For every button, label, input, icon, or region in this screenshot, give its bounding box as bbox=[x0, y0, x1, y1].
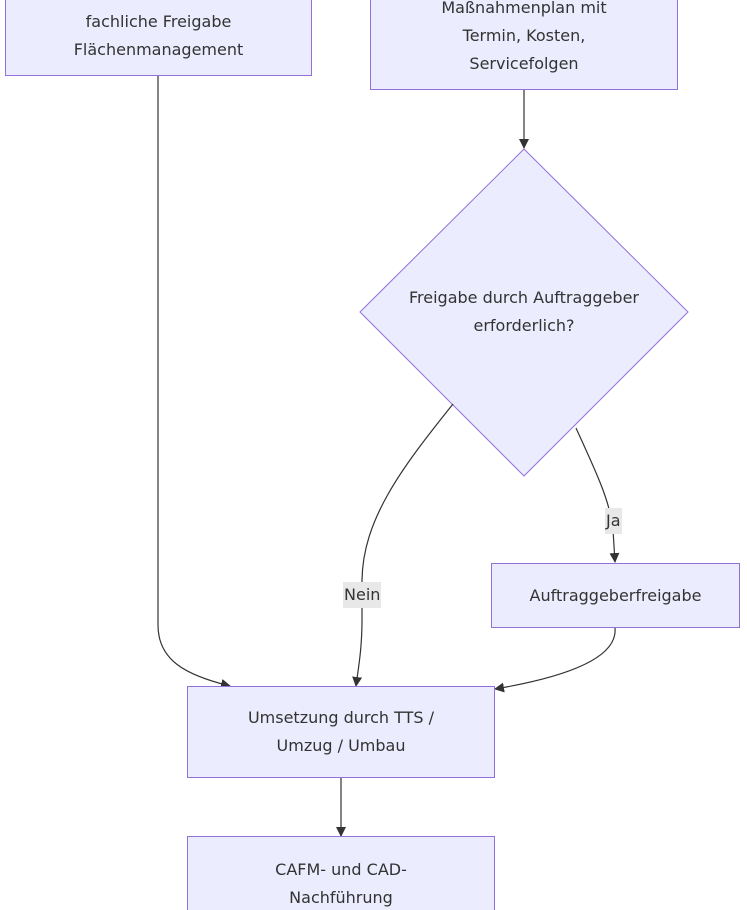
node-plan-line-3: Servicefolgen bbox=[469, 54, 579, 73]
node-umsetzung-line-1: Umsetzung durch TTS / bbox=[247, 708, 435, 727]
node-plan-line-2: Termin, Kosten, bbox=[462, 26, 586, 45]
decision-label: Freigabe durch Auftraggeber erforderlich… bbox=[390, 282, 658, 342]
node-freigabe-flaechenmanagement: fachliche Freigabe Flächenmanagement bbox=[5, 0, 312, 76]
decision-diamond bbox=[359, 148, 689, 477]
node-massnahmenplan: Maßnahmenplan mit Termin, Kosten, Servic… bbox=[370, 0, 678, 90]
edge-decision-yes bbox=[575, 427, 620, 563]
edge-label-ja: Ja bbox=[605, 508, 622, 534]
node-auftraggeberfreigabe: Auftraggeberfreigabe bbox=[491, 563, 740, 628]
node-cafm-line-1: CAFM- und CAD- bbox=[275, 860, 407, 879]
decision-line-1: Freigabe durch bbox=[409, 288, 529, 307]
node-freigabe-line-1: fachliche Freigabe bbox=[85, 12, 232, 31]
node-plan-line-1: Maßnahmenplan mit bbox=[441, 0, 607, 17]
edge-label-nein: Nein bbox=[343, 582, 382, 608]
edge-auftraggeber-to-umsetzung bbox=[494, 627, 616, 693]
edge-freigabe-to-umsetzung bbox=[157, 76, 231, 689]
node-cafm: CAFM- und CAD- Nachführung bbox=[187, 836, 495, 910]
node-umsetzung-line-2: Umzug / Umbau bbox=[276, 736, 406, 755]
node-cafm-line-2: Nachführung bbox=[289, 888, 393, 907]
edge-decision-no bbox=[352, 403, 454, 687]
node-umsetzung: Umsetzung durch TTS / Umzug / Umbau bbox=[187, 686, 495, 778]
node-freigabe-line-2: Flächenmanagement bbox=[73, 40, 244, 59]
decision-line-2: Auftraggeber erforderlich? bbox=[473, 288, 639, 335]
node-auftraggeber-label: Auftraggeberfreigabe bbox=[529, 585, 702, 605]
